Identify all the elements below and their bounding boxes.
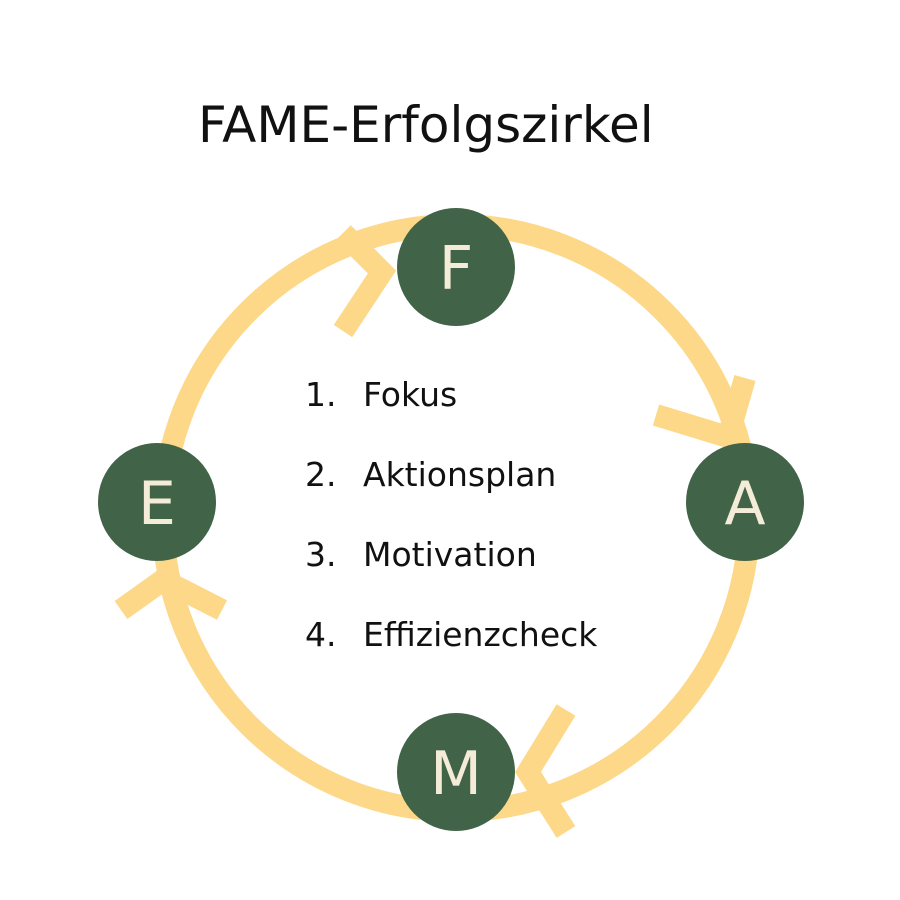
arrow-to-f-icon bbox=[333, 225, 397, 338]
node-e-letter: E bbox=[138, 469, 176, 539]
step-label: Aktionsplan bbox=[363, 455, 557, 494]
arrow-to-m-icon bbox=[515, 704, 576, 838]
step-item: 3. Motivation bbox=[305, 530, 597, 610]
step-label: Fokus bbox=[363, 375, 458, 414]
node-e: E bbox=[98, 443, 216, 561]
arrow-to-e-icon bbox=[114, 567, 227, 620]
arrow-to-a-icon bbox=[652, 374, 756, 451]
step-item: 2. Aktionsplan bbox=[305, 450, 597, 530]
node-m-letter: M bbox=[430, 739, 482, 809]
step-label: Effizienzcheck bbox=[363, 615, 598, 654]
step-number: 1. bbox=[305, 375, 337, 414]
step-item: 4. Effizienzcheck bbox=[305, 610, 597, 690]
step-item: 1. Fokus bbox=[305, 370, 597, 450]
node-a: A bbox=[686, 443, 804, 561]
node-m: M bbox=[397, 713, 515, 831]
step-number: 4. bbox=[305, 615, 337, 654]
node-a-letter: A bbox=[724, 469, 765, 539]
step-number: 3. bbox=[305, 535, 337, 574]
diagram-title: FAME-Erfolgszirkel bbox=[198, 96, 654, 154]
step-list: 1. Fokus 2. Aktionsplan 3. Motivation 4. Eff… bbox=[305, 370, 597, 690]
node-f: F bbox=[397, 208, 515, 326]
node-f-letter: F bbox=[439, 234, 474, 304]
step-label: Motivation bbox=[363, 535, 537, 574]
step-number: 2. bbox=[305, 455, 337, 494]
